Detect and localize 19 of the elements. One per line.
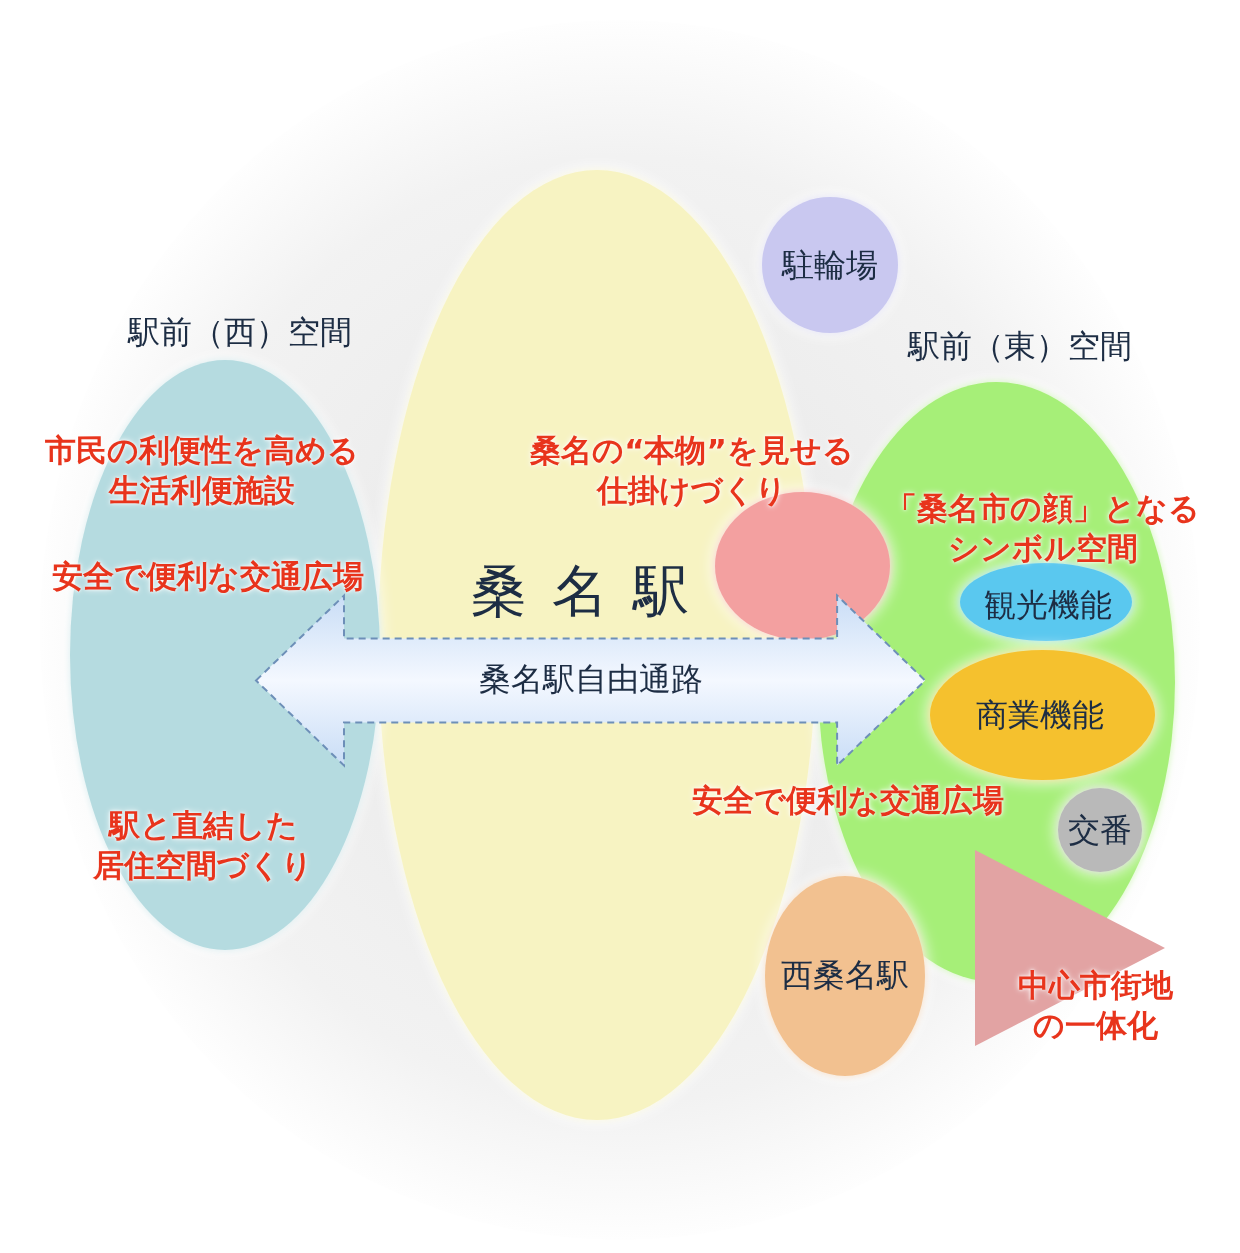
facility-label: 交番 (1068, 810, 1132, 851)
facility-circle (1058, 788, 1142, 872)
area-title: 駅前（東）空間 (908, 326, 1132, 367)
function-ellipse (960, 563, 1132, 641)
edge-label: 桑名駅自由通路 (478, 658, 703, 700)
function-label: 観光機能 (984, 585, 1112, 626)
concept-text: 安全で便利な交通広場 (692, 781, 1004, 820)
station-title: 桑名駅 (469, 557, 715, 625)
concept-text: 中心市街地の一体化 (1017, 966, 1173, 1046)
concept-text: 安全で便利な交通広場 (52, 557, 364, 596)
double-arrow (254, 593, 927, 768)
function-ellipse (930, 650, 1155, 780)
facility-label: 駐輪場 (782, 245, 878, 286)
area-title: 駅前（西）空間 (128, 312, 352, 353)
concept-text: 市民の利便性を高める生活利便施設 (45, 431, 359, 511)
concept-text: 駅と直結した居住空間づくり (93, 806, 313, 886)
function-label: 商業機能 (976, 695, 1104, 736)
station-label: 西桑名駅 (781, 955, 909, 996)
concept-text: 桑名の“本物”を見せる仕掛けづくり (530, 431, 854, 511)
